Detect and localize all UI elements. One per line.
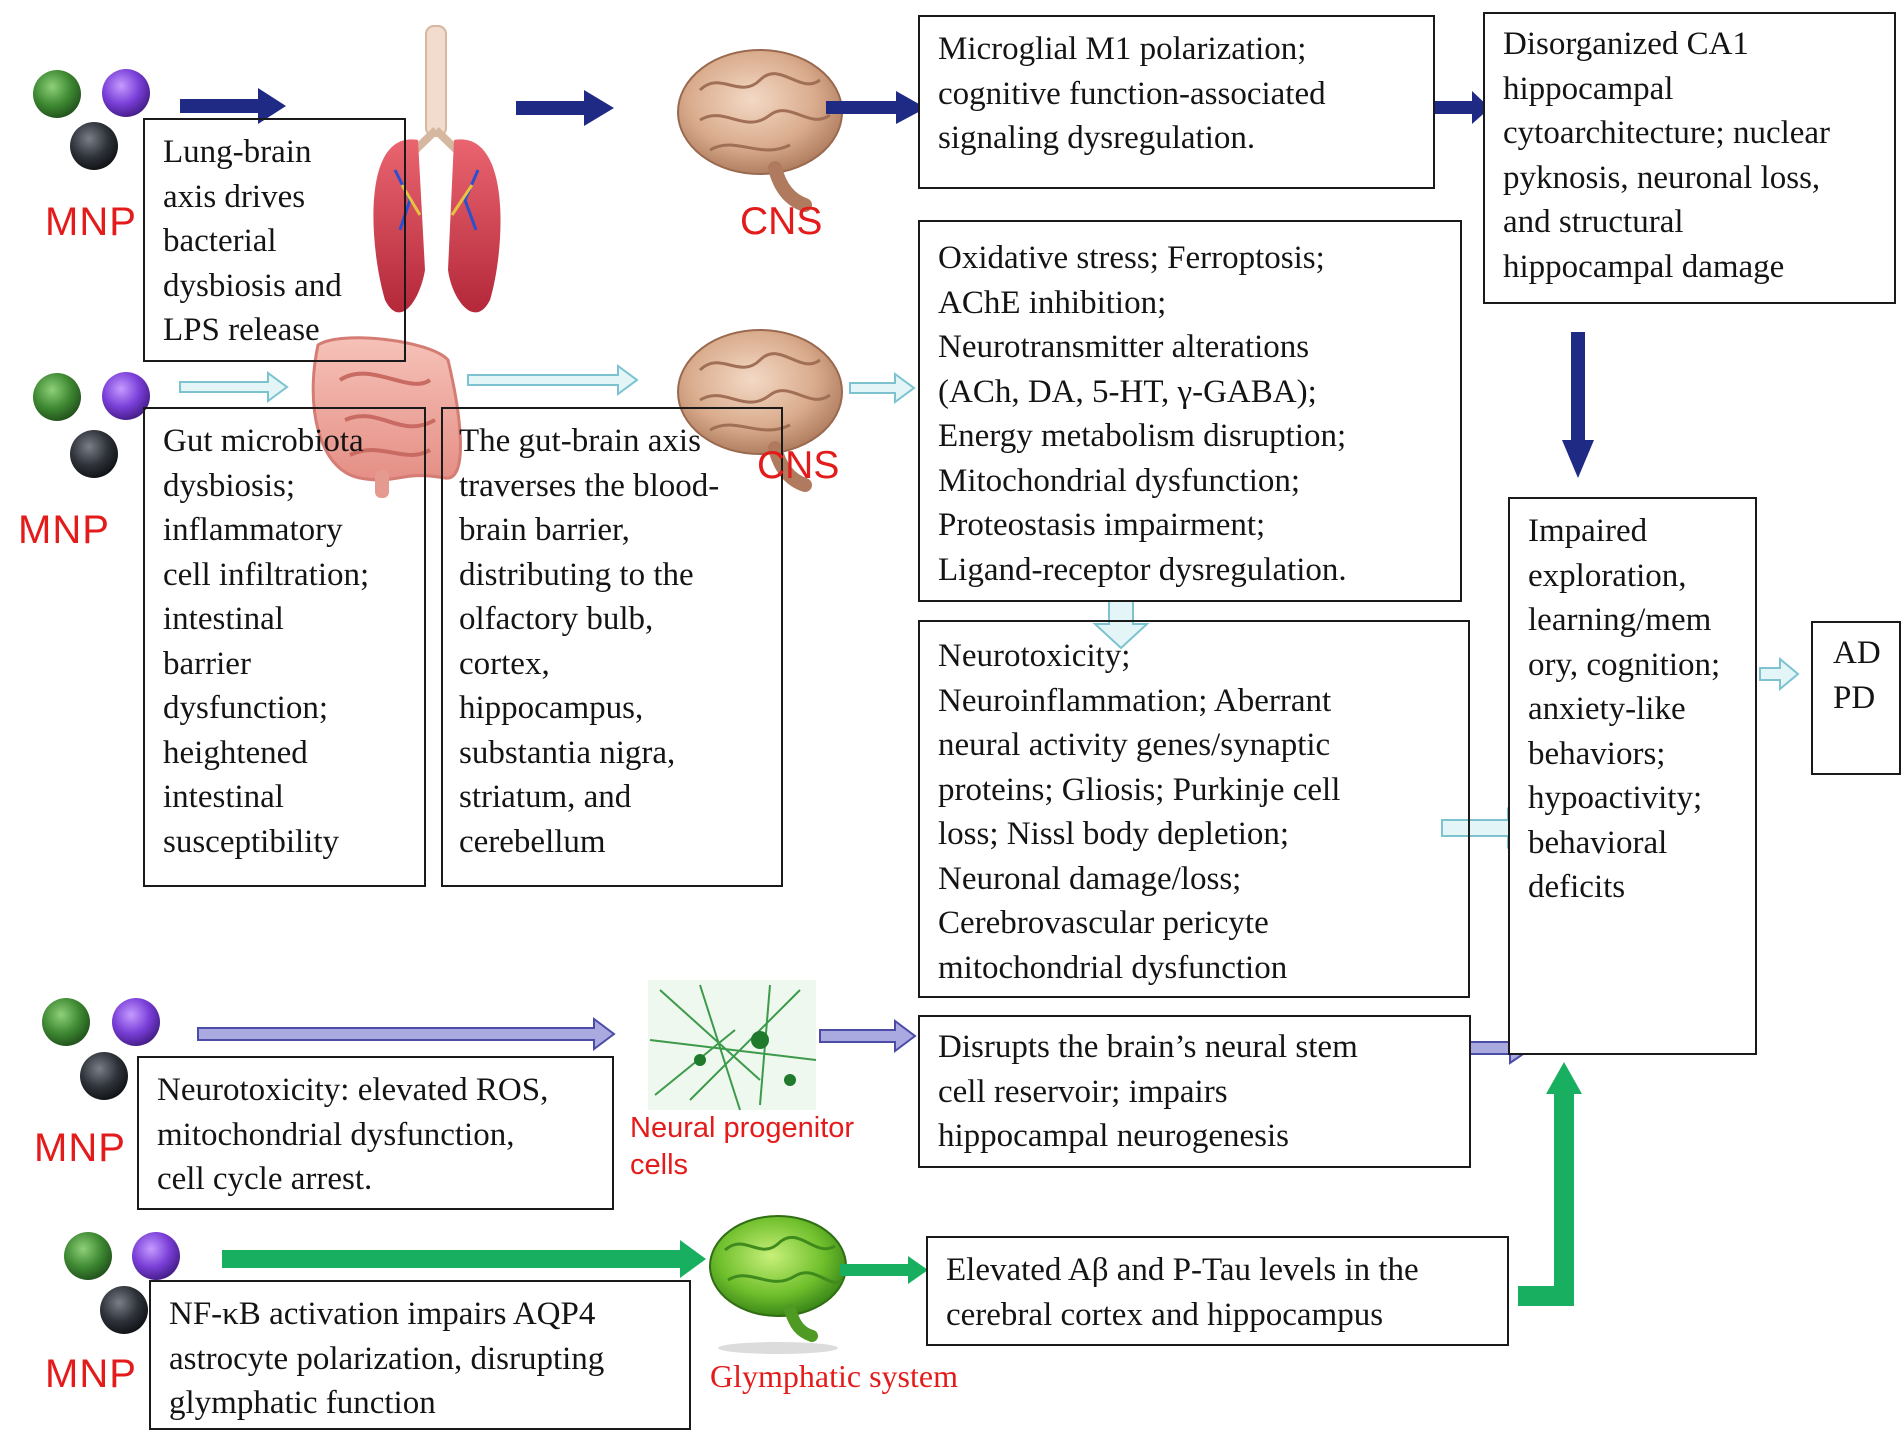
oxidative-stress-box: Oxidative stress; Ferroptosis; AChE inhi… (918, 220, 1462, 602)
mnp-label-3: MNP (34, 1126, 126, 1170)
arrow-microglial-to-ca1 (1434, 91, 1490, 124)
nfkb-box: NF-κB activation impairs AQP4 astrocyte … (149, 1280, 691, 1430)
mnp-label-1: MNP (45, 200, 137, 244)
mnp-particles-1 (33, 69, 150, 170)
ros-box: Neurotoxicity: elevated ROS, mitochondri… (137, 1056, 614, 1210)
neural-progenitor-image (648, 980, 817, 1111)
stem-cell-box: Disrupts the brain’s neural stem cell re… (918, 1015, 1471, 1168)
ad-pd-box: AD PD (1811, 621, 1901, 775)
ca1-box: Disorganized CA1 hippocampal cytoarchite… (1483, 12, 1896, 304)
neural-progenitor-label: Neural progenitor cells (630, 1112, 855, 1181)
mnp-particles-2 (33, 372, 150, 478)
arrow-gut-to-cns (467, 364, 639, 396)
arrow-ca1-to-impaired (1562, 332, 1594, 478)
arrow-cns-to-oxidative (849, 372, 916, 404)
arrow-cns-to-microglial (826, 91, 926, 124)
arrow-impaired-to-adpd (1759, 656, 1800, 692)
brain-icon-middle (677, 329, 843, 492)
gut-brain-axis-box: The gut-brain axis traverses the blood- … (441, 407, 783, 887)
impaired-behavior-box: Impaired exploration, learning/mem ory, … (1508, 497, 1757, 1055)
arrow-mnp-to-glymphatic (222, 1240, 706, 1278)
lungs-icon (373, 25, 501, 313)
neurotoxicity-box: Neurotoxicity; Neuroinflammation; Aberra… (918, 620, 1470, 998)
lung-brain-box: Lung-brain axis drives bacterial dysbios… (143, 118, 406, 362)
cns-label-middle: CNS (757, 444, 840, 487)
glymphatic-brain-icon (709, 1215, 847, 1354)
arrow-glymphatic-to-abeta (840, 1256, 928, 1284)
mnp-particles-4 (64, 1232, 180, 1334)
microglial-box: Microglial M1 polarization; cognitive fu… (918, 15, 1435, 189)
brain-icon-top (677, 49, 843, 212)
abeta-box: Elevated Aβ and P-Tau levels in the cere… (926, 1236, 1509, 1346)
arrow-mnp-to-progenitor (197, 1017, 616, 1051)
arrow-lung-to-cns (516, 90, 614, 126)
cns-label-top: CNS (740, 200, 823, 243)
arrow-mnp-to-lung (180, 88, 286, 124)
mnp-particles-3 (42, 998, 160, 1100)
gut-dysbiosis-box: Gut microbiota dysbiosis; inflammatory c… (143, 407, 426, 887)
mnp-label-2: MNP (18, 508, 110, 552)
arrow-progenitor-to-stemcell (819, 1019, 917, 1053)
arrow-abeta-to-impaired (1518, 1062, 1582, 1306)
glymphatic-label: Glymphatic system (710, 1358, 958, 1394)
arrow-mnp-to-gut (179, 371, 289, 403)
mnp-label-4: MNP (45, 1352, 137, 1396)
